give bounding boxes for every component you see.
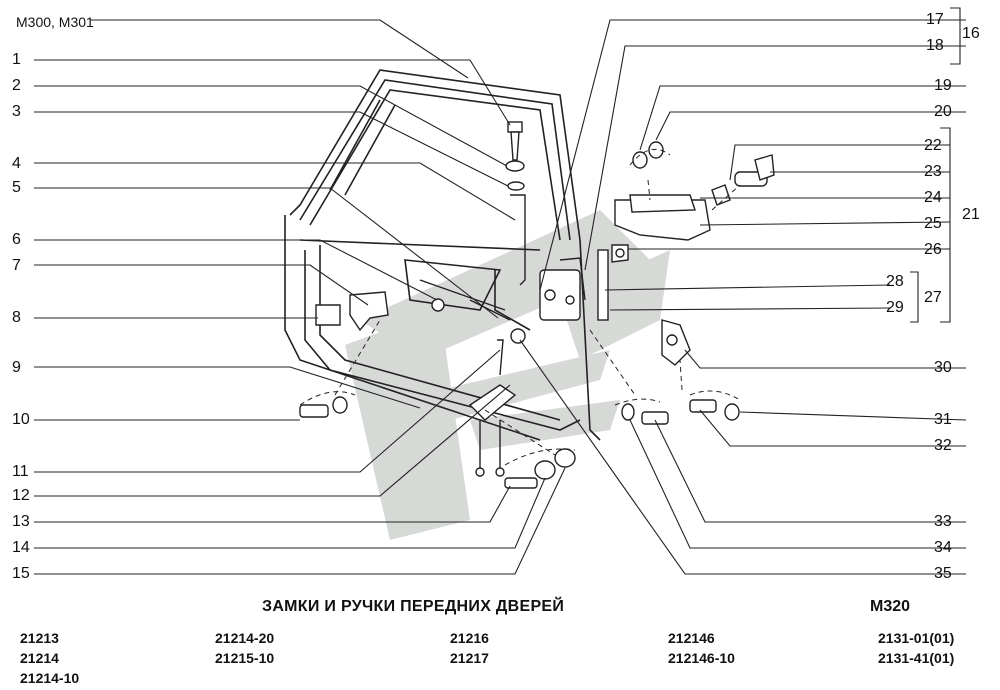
callout-19: 19 xyxy=(934,77,952,94)
callout-31: 31 xyxy=(934,411,952,428)
callout-28: 28 xyxy=(886,273,904,290)
callout-33: 33 xyxy=(934,513,952,530)
assembly-lines xyxy=(299,148,741,466)
callout-34: 34 xyxy=(934,539,952,556)
callout-10: 10 xyxy=(12,411,30,428)
model-code: 21214-10 xyxy=(20,670,80,686)
model-code: 21216 xyxy=(450,630,489,646)
model-column-3: 21216 21217 xyxy=(450,628,489,668)
callout-4: 4 xyxy=(12,155,21,172)
model-code: 21213 xyxy=(20,630,59,646)
callout-24: 24 xyxy=(924,189,942,206)
callout-29: 29 xyxy=(886,299,904,316)
model-column-4: 212146 212146-10 xyxy=(668,628,735,668)
models-header: М300, М301 xyxy=(16,14,94,30)
group-label-27: 27 xyxy=(924,289,942,306)
callout-2: 2 xyxy=(12,77,21,94)
model-code: 212146-10 xyxy=(668,650,735,666)
model-code: 21215-10 xyxy=(215,650,275,666)
diagram-title: ЗАМКИ И РУЧКИ ПЕРЕДНИХ ДВЕРЕЙ xyxy=(262,598,565,615)
callout-5: 5 xyxy=(12,179,21,196)
callout-8: 8 xyxy=(12,309,21,326)
model-code: 21217 xyxy=(450,650,489,666)
callout-1: 1 xyxy=(12,51,21,68)
callout-26: 26 xyxy=(924,241,942,258)
diagram-code: М320 xyxy=(870,598,911,615)
callout-23: 23 xyxy=(924,163,942,180)
callout-30: 30 xyxy=(934,359,952,376)
model-code: 2131-01(01) xyxy=(878,630,955,646)
model-code: 21214-20 xyxy=(215,630,275,646)
callout-17: 17 xyxy=(926,11,944,28)
callout-25: 25 xyxy=(924,215,942,232)
callout-12: 12 xyxy=(12,487,30,504)
door-outline xyxy=(284,69,601,441)
callout-6: 6 xyxy=(12,231,21,248)
callout-9: 9 xyxy=(12,359,21,376)
group-label-21: 21 xyxy=(962,206,980,223)
callout-13: 13 xyxy=(12,513,30,530)
group-label-16: 16 xyxy=(962,25,980,42)
callout-7: 7 xyxy=(12,257,21,274)
callout-35: 35 xyxy=(934,565,952,582)
model-code: 212146 xyxy=(668,630,715,646)
callout-15: 15 xyxy=(12,565,30,582)
callout-11: 11 xyxy=(12,463,29,480)
model-code: 21214 xyxy=(20,650,59,666)
callout-14: 14 xyxy=(12,539,30,556)
callout-22: 22 xyxy=(924,137,942,154)
model-column-5: 2131-01(01) 2131-41(01) xyxy=(878,628,954,668)
parts xyxy=(299,121,775,489)
callout-18: 18 xyxy=(926,37,944,54)
callout-20: 20 xyxy=(934,103,952,120)
model-code: 2131-41(01) xyxy=(878,650,955,666)
callout-3: 3 xyxy=(12,103,21,120)
leader-lines xyxy=(34,7,967,575)
model-column-2: 21214-20 21215-10 xyxy=(215,628,274,668)
model-column-1: 21213 21214 21214-10 xyxy=(20,628,79,688)
callout-32: 32 xyxy=(934,437,952,454)
